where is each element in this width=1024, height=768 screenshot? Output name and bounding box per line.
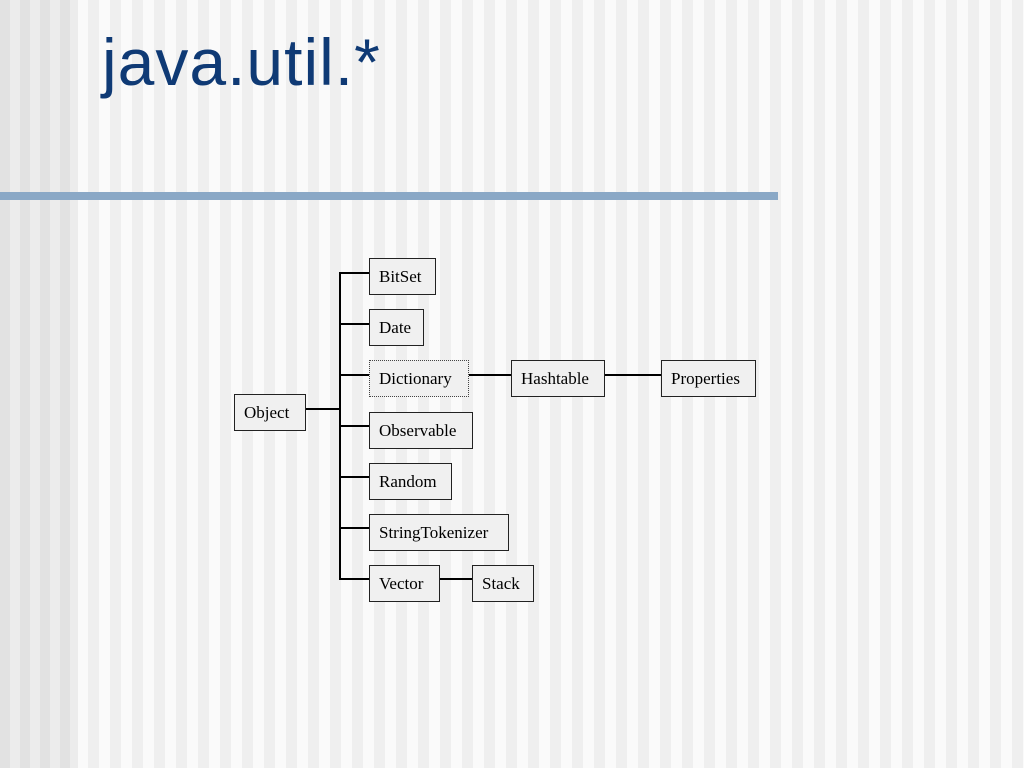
node-vector: Vector [369,565,440,602]
connector-hashtable-properties [605,374,661,376]
node-observable: Observable [369,412,473,449]
connector-stringtokenizer [340,527,369,529]
connector-vector-stack [440,578,472,580]
connector-dictionary-hashtable [469,374,511,376]
node-properties: Properties [661,360,756,397]
node-dictionary: Dictionary [369,360,469,397]
background-left-band [0,0,78,768]
connector-date [340,323,369,325]
connector-vector [340,578,369,580]
node-random: Random [369,463,452,500]
connector-object-trunk [306,408,340,410]
title-divider [0,192,778,200]
node-hashtable: Hashtable [511,360,605,397]
node-stack: Stack [472,565,534,602]
connector-bitset [340,272,369,274]
node-object: Object [234,394,306,431]
connector-random [340,476,369,478]
slide-title: java.util.* [102,25,381,99]
node-stringtokenizer: StringTokenizer [369,514,509,551]
node-date: Date [369,309,424,346]
connector-observable [340,425,369,427]
node-bitset: BitSet [369,258,436,295]
connector-dictionary [340,374,369,376]
